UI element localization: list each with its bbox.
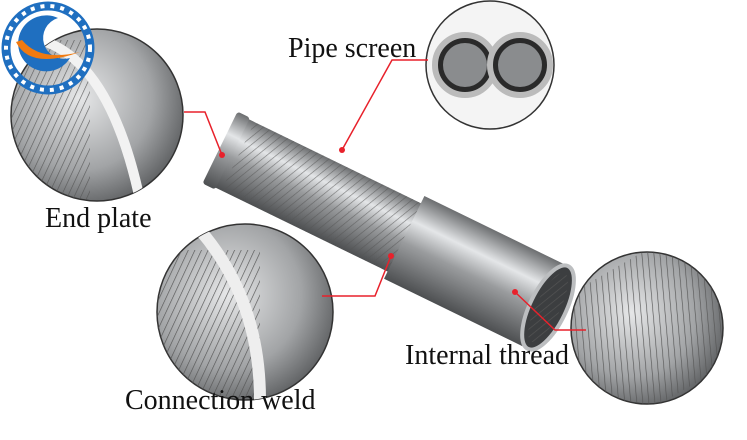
pipe-screen-detail-circle bbox=[425, 0, 555, 130]
internal-thread-detail-circle bbox=[570, 251, 724, 405]
company-logo bbox=[1, 1, 95, 95]
end-plate-label: End plate bbox=[45, 203, 152, 234]
connection-weld-detail-circle bbox=[156, 223, 334, 401]
internal-thread-label: Internal thread bbox=[405, 340, 570, 371]
pipe-screen-label: Pipe screen bbox=[288, 33, 417, 64]
callout-lines bbox=[184, 59, 586, 331]
callout-dots bbox=[219, 147, 518, 295]
connection-weld-label: Connection weld bbox=[125, 385, 316, 416]
pipe-screen-product bbox=[203, 112, 576, 352]
